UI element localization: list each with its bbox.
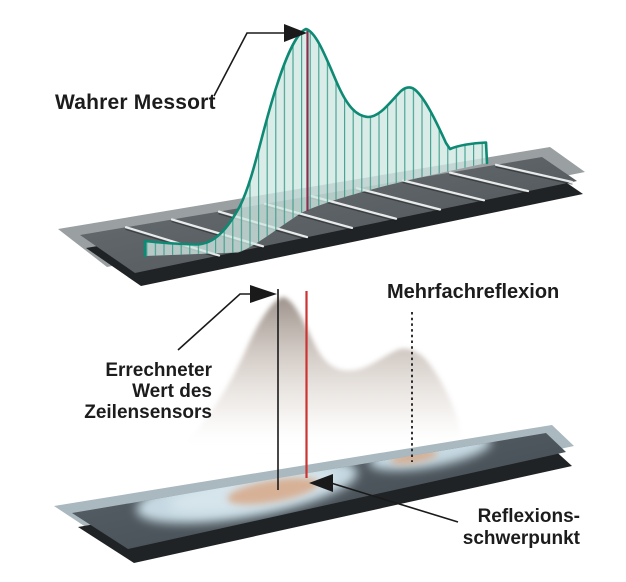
reflexionsschwerpunkt-leader-line — [330, 482, 459, 523]
errechneter-wert-arrowhead — [250, 285, 277, 303]
secondary-reflection-core — [390, 449, 438, 465]
label-errechneter-wert-line1: Errechneter — [105, 360, 212, 381]
computed-signal-smoke — [178, 297, 461, 451]
reflexionsschwerpunkt-arrowhead — [309, 474, 333, 492]
main-reflection-core — [227, 477, 319, 505]
intensity-profile-hatching — [145, 29, 487, 256]
label-errechneter-wert-line3: Zeilensensors — [84, 402, 212, 423]
wahrer-messort-leader-line — [213, 32, 288, 97]
label-errechneter-wert: Errechneter Wert des Zeilensensors — [65, 360, 212, 423]
top-diagram — [58, 24, 585, 286]
label-mehrfachreflexion: Mehrfachreflexion — [387, 281, 560, 303]
errechneter-wert-leader-line — [177, 293, 254, 351]
label-wahrer-messort: Wahrer Messort — [55, 91, 216, 114]
label-reflexionsschwerpunkt-line2: schwerpunkt — [462, 527, 580, 549]
intensity-profile-curve — [143, 27, 489, 258]
wahrer-messort-arrowhead — [284, 24, 307, 42]
label-reflexionsschwerpunkt: Reflexions- schwerpunkt — [428, 506, 580, 549]
label-reflexionsschwerpunkt-line1: Reflexions- — [477, 506, 580, 527]
bottom-diagram — [54, 285, 574, 563]
label-errechneter-wert-line2: Wert des — [132, 381, 212, 402]
intensity-profile-outline — [143, 27, 489, 258]
